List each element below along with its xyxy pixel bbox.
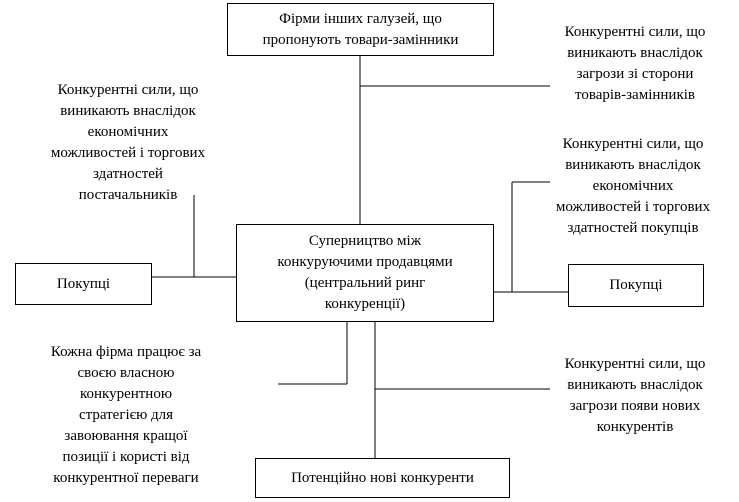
substitutes-box: Фірми інших галузей, що пропонують товар… [227, 3, 494, 56]
center-box: Суперництво між конкуруючими продавцями … [236, 224, 494, 322]
new-competitors-box: Потенційно нові конкуренти [255, 458, 510, 498]
left-buyers-box: Покупці [15, 263, 152, 305]
own-strategy-note: Кожна фірма працює за своєю власною конк… [50, 344, 202, 486]
suppliers-note: Конкурентні сили, що виникають внаслідок… [50, 82, 206, 203]
buyers-note: Конкурентні сили, що виникають внаслідок… [555, 136, 711, 236]
right-buyers-box: Покупці [568, 264, 704, 307]
new-entrants-threat-note: Конкурентні сили, що виникають внаслідок… [564, 356, 706, 435]
substitutes-threat-note: Конкурентні сили, що виникають внаслідок… [564, 24, 706, 103]
